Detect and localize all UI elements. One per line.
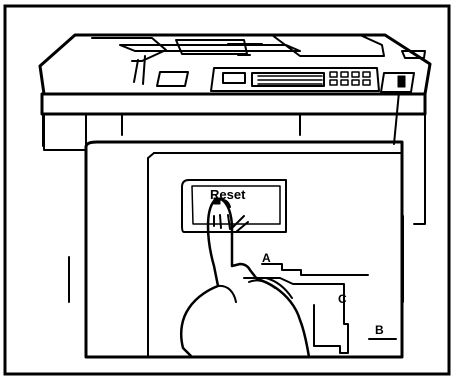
keypad-lines — [258, 76, 322, 84]
zoom-leader-line — [394, 92, 399, 144]
inner-panel-left — [148, 153, 154, 357]
callout-frame — [86, 142, 402, 357]
panel-button-left — [157, 72, 188, 86]
panel-key-3 — [352, 72, 359, 77]
panel-display — [223, 73, 245, 83]
panel-key-7 — [352, 80, 359, 85]
base-sides — [69, 216, 403, 302]
label-a: A — [262, 251, 271, 265]
feeder-top — [120, 45, 300, 51]
right-side-panel — [414, 114, 425, 224]
copier-machine — [40, 35, 430, 302]
zoom-callout — [86, 142, 402, 357]
panel-key-5 — [330, 80, 337, 85]
copier-body-top — [42, 94, 425, 114]
guide-line-a — [262, 264, 368, 275]
label-c: C — [338, 292, 347, 306]
bracket-c — [314, 305, 348, 353]
panel-key-4 — [363, 72, 370, 77]
reset-label: Reset — [210, 187, 246, 202]
panel-key-8 — [363, 80, 370, 85]
panel-key-1 — [330, 72, 337, 77]
panel-key-6 — [341, 80, 348, 85]
inner-panel-outline — [154, 153, 402, 357]
reset-key-small — [398, 76, 405, 87]
control-panel — [157, 68, 414, 144]
label-b: B — [375, 323, 384, 337]
panel-key-2 — [341, 72, 348, 77]
left-side-panel — [44, 114, 86, 150]
